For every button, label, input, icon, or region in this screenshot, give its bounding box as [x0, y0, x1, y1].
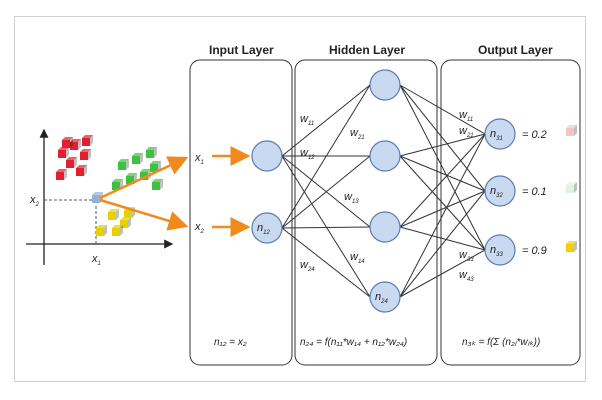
cube [152, 179, 163, 190]
connection-line [399, 155, 486, 192]
output-node-1-label: n31 [490, 128, 503, 142]
output-node-3-label: n33 [490, 244, 503, 258]
input-node-2 [251, 212, 283, 244]
connection-line [399, 84, 486, 251]
hidden-equation: n₂₄ = f(n₁₁*w₁₄ + n₁₂*w₂₄) [300, 337, 407, 348]
hidden-node-1 [369, 69, 401, 101]
input-node-1 [251, 140, 283, 172]
cube [80, 149, 91, 160]
hidden-node-2 [369, 140, 401, 172]
output-value-1: = 0.2 [522, 129, 547, 141]
hidden-nodes: n24 [369, 69, 401, 313]
cube [566, 241, 577, 252]
output-node-2-label: n32 [490, 185, 503, 199]
weight-w12: w12 [300, 147, 315, 161]
weight-w13: w13 [344, 191, 359, 205]
input-nodes: n12 [251, 140, 283, 244]
connections [281, 84, 486, 298]
connection-line [399, 133, 486, 228]
arrow-to-x2 [99, 198, 189, 231]
cube [108, 209, 119, 220]
input-x1-label: x1 [194, 152, 204, 166]
weight-w21: w21 [350, 127, 365, 141]
output-node-3 [484, 234, 516, 266]
input-equation: n₁₂ = x₂ [214, 337, 247, 348]
weight-out-w21: w21 [459, 125, 474, 139]
hidden-node-3 [369, 211, 401, 243]
cube [58, 147, 69, 158]
output-node-1 [484, 118, 516, 150]
connection-line [399, 190, 486, 298]
cube [132, 153, 143, 164]
cube [112, 225, 123, 236]
hidden-node-4-label: n24 [375, 291, 388, 305]
output-value-2: = 0.1 [522, 186, 547, 198]
weight-w11: w11 [300, 113, 314, 127]
connection-line [281, 226, 371, 229]
cube [96, 225, 107, 236]
input-layer-title: Input Layer [209, 43, 274, 57]
connection-line [399, 133, 486, 157]
weight-out-w11: w11 [459, 109, 473, 123]
output-layer-title: Output Layer [478, 43, 553, 57]
connection-line [281, 84, 371, 229]
output-layer-box [440, 59, 581, 366]
connection-line [399, 133, 486, 298]
connection-line [399, 155, 486, 251]
cube [66, 157, 77, 168]
weight-w24: w24 [300, 259, 315, 273]
connection-line [399, 84, 486, 135]
connection-line [399, 84, 486, 192]
data-cubes [56, 135, 163, 236]
output-cubes [566, 125, 577, 252]
hidden-layer-title: Hidden Layer [329, 43, 405, 57]
input-x2-label: x2 [194, 221, 205, 235]
connection-line [281, 155, 371, 229]
axis-x2-label: x2 [29, 194, 40, 208]
cube [566, 182, 577, 193]
cube [56, 169, 67, 180]
connection-line [281, 84, 371, 157]
axis-x1-label: x1 [91, 253, 101, 267]
cube [76, 165, 87, 176]
scatter-plot: x2 x1 [26, 128, 174, 267]
connection-line [281, 227, 371, 298]
cube [150, 161, 161, 172]
output-value-3: = 0.9 [522, 245, 547, 257]
input-node-2-label: n12 [257, 222, 270, 236]
hidden-layer-box [294, 59, 438, 366]
input-layer-box [189, 59, 293, 366]
weight-w14: w14 [350, 251, 365, 265]
cube [566, 125, 577, 136]
output-nodes: n31 n32 n33 [484, 118, 516, 266]
connection-line [399, 190, 486, 228]
weight-out-w43: w43 [459, 269, 474, 283]
arrow-to-x1 [99, 156, 189, 200]
connection-line [399, 249, 486, 298]
cube [118, 159, 129, 170]
cube [62, 137, 73, 148]
cube [70, 139, 81, 150]
weight-out-w33: w33 [459, 249, 474, 263]
cube [146, 147, 157, 158]
cube [82, 135, 93, 146]
hidden-node-4 [369, 281, 401, 313]
output-node-2 [484, 175, 516, 207]
connection-line [281, 155, 371, 298]
output-equation: n₃ₖ = f(Σ (n₂ⱼ*wⱼₖ)) [462, 337, 540, 348]
connection-line [399, 226, 486, 251]
